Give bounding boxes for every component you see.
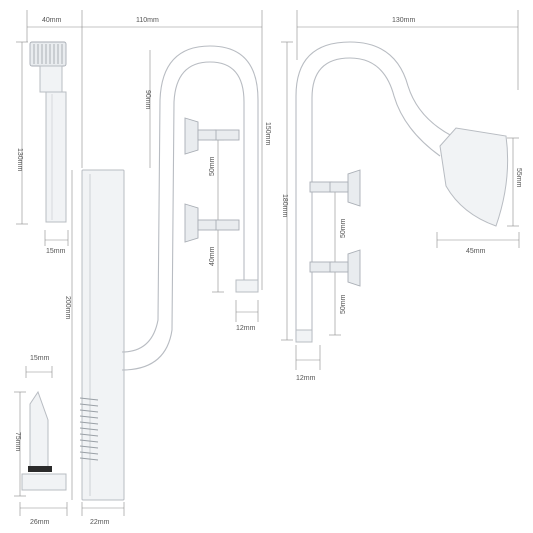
label-inflow-diameter: 15mm [46,248,66,255]
label-skimmer-height: 75mm [14,432,21,452]
label-outflow-tube: 12mm [296,375,316,382]
label-inflow-height: 130mm [16,148,23,172]
label-outflow-cup-a: 50mm [340,218,347,238]
inflow-strainer [29,41,67,223]
label-outflow-reach: 130mm [392,17,416,24]
label-outflow-length: 180mm [281,194,288,218]
label-inflow-reach: 110mm [136,17,159,24]
label-spout-width: 45mm [466,248,486,255]
dimension-lines [14,10,520,516]
label-spout-height: 55mm [515,168,522,188]
label-outflow-cup-b: 50mm [340,294,347,314]
surface-skimmer [21,390,67,491]
label-skimmer-top: 15mm [30,355,50,362]
dimension-labels: 40mm 110mm 130mm 130mm 15mm 90mm 150mm 5… [14,17,522,526]
label-inflow-width: 40mm [42,17,62,24]
label-main-pipe-width: 22mm [90,519,110,526]
label-skimmer-base: 26mm [30,519,50,526]
outflow-lily-pipe [295,41,509,343]
suction-cup-inflow-upper [184,117,240,155]
suction-cup-outflow-lower [309,249,361,287]
suction-cup-outflow-upper [309,169,361,207]
label-hook-depth: 90mm [144,90,151,110]
inflow-lily-pipe [79,45,259,501]
label-cup-spacing-a: 50mm [209,156,216,176]
outflow-spout [439,127,509,227]
label-hook-length: 150mm [264,122,271,146]
label-inflow-tube: 12mm [236,325,256,332]
suction-cup-inflow-lower [184,203,240,243]
label-pipe-length: 200mm [64,296,71,320]
label-cup-spacing-b: 40mm [209,246,216,266]
